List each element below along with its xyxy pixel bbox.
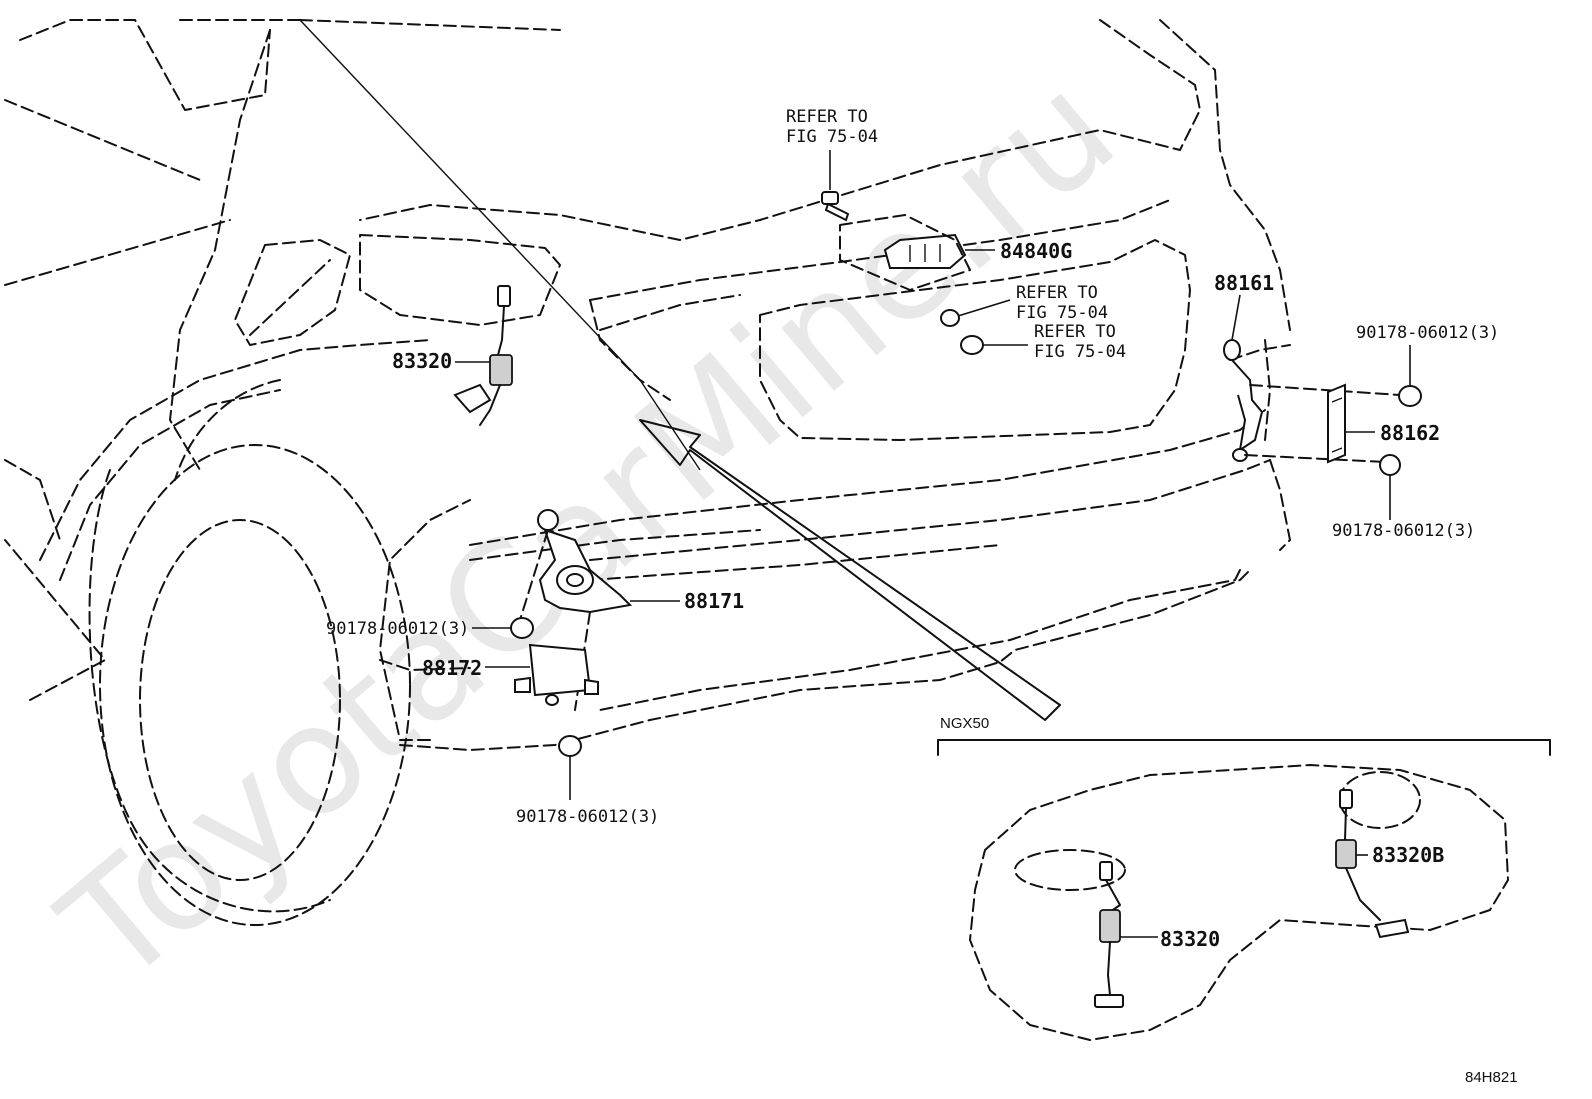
nut-bottom: 90178-06012(3) <box>516 735 659 827</box>
clip-refer-b: REFER TO FIG 75-04 <box>960 322 1126 362</box>
part-88171: 88171 <box>519 509 744 711</box>
direction-arrow <box>639 419 1061 721</box>
part-83320-main: 83320 <box>392 285 513 426</box>
body-crease-line <box>299 19 701 471</box>
assembly-line-88162-top <box>1249 384 1401 396</box>
label-refer-top-2: FIG 75-04 <box>786 127 878 147</box>
label-83320-inset: 83320 <box>1160 927 1220 951</box>
bolt-top: REFER TO FIG 75-04 <box>786 107 878 222</box>
label-refer-mid-a2: FIG 75-04 <box>1016 303 1108 323</box>
label-refer-mid-b2: FIG 75-04 <box>1034 342 1126 362</box>
label-84840g: 84840G <box>1000 239 1072 263</box>
label-83320-main: 83320 <box>392 349 452 373</box>
label-ngx50: NGX50 <box>940 715 989 732</box>
label-88161: 88161 <box>1214 271 1274 295</box>
label-90178-left: 90178-06012(3) <box>326 619 469 639</box>
nut-left: 90178-06012(3) <box>326 617 534 639</box>
label-refer-mid-b1: REFER TO <box>1034 322 1116 342</box>
assembly-line-88162-bottom <box>1244 454 1386 463</box>
part-88172: 88172 <box>422 643 599 706</box>
part-88161: 88161 <box>1214 271 1274 462</box>
part-88162: 88162 <box>1327 383 1440 464</box>
label-90178-bottom: 90178-06012(3) <box>516 807 659 827</box>
ngx50-inset: NGX50 83320 83320B <box>937 715 1551 1041</box>
label-88162: 88162 <box>1380 421 1440 445</box>
label-90178-top-right: 90178-06012(3) <box>1356 323 1499 343</box>
label-refer-mid-a1: REFER TO <box>1016 283 1098 303</box>
label-83320b: 83320B <box>1372 843 1444 867</box>
label-88172: 88172 <box>422 656 482 680</box>
part-84840g: 84840G <box>839 214 1072 291</box>
label-refer-top-1: REFER TO <box>786 107 868 127</box>
clip-refer-a: REFER TO FIG 75-04 <box>940 283 1108 327</box>
label-90178-bottom-right: 90178-06012(3) <box>1332 521 1475 541</box>
figure-code: 84H821 <box>1465 1069 1518 1086</box>
nut-bottom-right: 90178-06012(3) <box>1332 454 1475 541</box>
label-88171: 88171 <box>684 589 744 613</box>
nut-top-right: 90178-06012(3) <box>1356 323 1499 407</box>
